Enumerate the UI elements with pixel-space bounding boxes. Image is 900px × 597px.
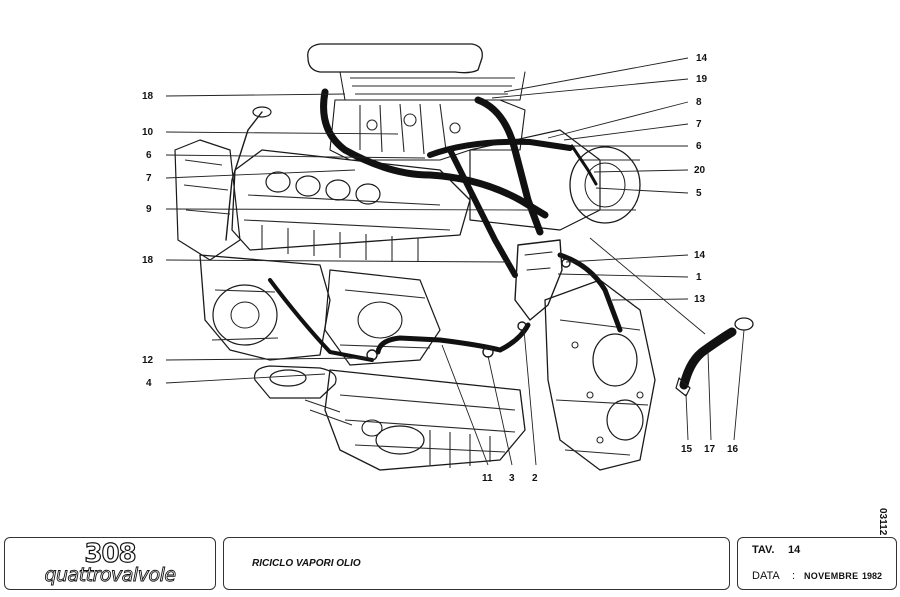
callout-15: 15	[681, 444, 693, 455]
callout-20: 20	[694, 165, 706, 176]
callout-7-left: 7	[146, 173, 152, 184]
breather-hoses	[268, 88, 623, 362]
date-year: 1982	[862, 571, 883, 581]
callout-19: 19	[696, 74, 708, 85]
title-block-title: RICICLO VAPORI OLIO	[223, 537, 730, 590]
callout-12: 12	[142, 355, 154, 366]
callout-13: 13	[694, 294, 706, 305]
callout-16: 16	[727, 444, 739, 455]
callout-14-top: 14	[696, 53, 708, 64]
callout-3: 3	[509, 473, 515, 484]
date-separator: :	[792, 570, 796, 582]
callout-6-left: 6	[146, 150, 152, 161]
title-block-info: TAV. 14 DATA : NOVEMBRE 1982	[737, 537, 897, 590]
callout-18-mid: 18	[142, 255, 154, 266]
date-month: NOVEMBRE	[804, 571, 859, 581]
callout-5: 5	[696, 188, 702, 199]
callout-4: 4	[146, 378, 152, 389]
date-label: DATA	[752, 570, 780, 582]
callout-6-right: 6	[696, 141, 702, 152]
diagram-title: RICICLO VAPORI OLIO	[252, 558, 361, 569]
figure-number: 03112	[877, 508, 888, 536]
logo-wordmark: quattrovalvole	[44, 564, 176, 587]
engine-illustration	[174, 43, 754, 471]
callout-14-mid: 14	[694, 250, 706, 261]
tav-number: 14	[788, 544, 801, 556]
callout-10: 10	[142, 127, 154, 138]
callouts: 14 19 8 7 6 20 5 14 1 13 18 10 6 7 9 18 …	[142, 53, 739, 484]
callout-2: 2	[532, 473, 538, 484]
callout-18-top: 18	[142, 91, 154, 102]
callout-7-right: 7	[696, 119, 702, 130]
tav-label: TAV.	[752, 544, 775, 556]
title-block-logo: 308 quattrovalvole	[4, 537, 216, 590]
callout-8: 8	[696, 97, 702, 108]
callout-1: 1	[696, 272, 702, 283]
callout-11: 11	[482, 473, 493, 484]
callout-9: 9	[146, 204, 152, 215]
callout-17: 17	[704, 444, 716, 455]
leader-lines	[165, 57, 745, 466]
logo-model-number: 308	[84, 538, 137, 569]
